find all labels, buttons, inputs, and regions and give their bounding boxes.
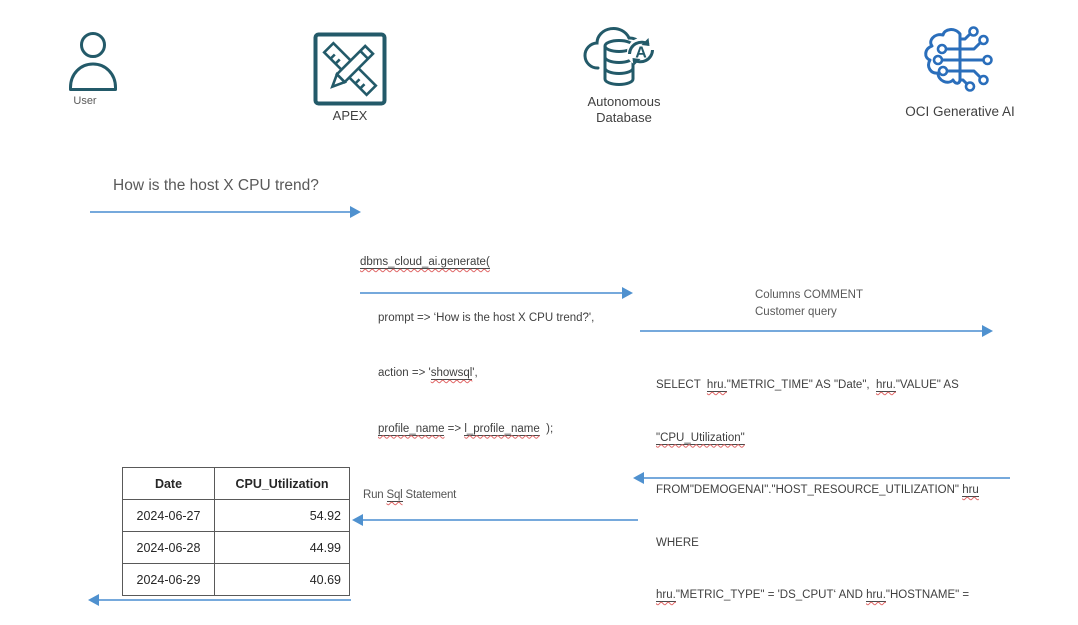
- sql-hru-5: hru.: [866, 589, 886, 602]
- code-l-profile-name: l_profile_name: [464, 422, 540, 436]
- sql-hostname-eq: "HOSTNAME" =: [885, 589, 970, 601]
- table-row: 2024-06-28 44.99: [122, 531, 350, 564]
- code-action-post: ',: [472, 367, 478, 379]
- code-line-2: prompt => ‘How is the host X CPU trend?'…: [378, 311, 595, 324]
- code-line-4: profile_name => l_profile_name );: [360, 420, 594, 439]
- run-sql-pre: Run: [363, 489, 387, 501]
- svg-text:A: A: [635, 45, 647, 62]
- user-label: User: [73, 95, 97, 107]
- run-sql-statement-label: Run Sql Statement: [363, 489, 457, 502]
- code-action-pre: action => ': [378, 367, 431, 379]
- sql-hru-3: hru: [962, 484, 979, 497]
- code-arrow-op: =>: [444, 422, 465, 435]
- columns-comment-note: Columns COMMENT Customer query: [755, 287, 863, 321]
- sql-metric-time: "METRIC_TIME" AS "Date",: [726, 379, 876, 391]
- sql-line-4: WHERE: [656, 536, 699, 549]
- generative-ai-label: OCI Generative AI: [905, 104, 1015, 119]
- sql-line-3: FROM"DEMOGENAI"."HOST_RESOURCE_UTILIZATI…: [656, 482, 1024, 500]
- code-line-1: dbms_cloud_ai.generate(: [360, 253, 594, 272]
- sql-metric-type: "METRIC_TYPE" = 'DS_CPUT‘ AND: [675, 589, 867, 601]
- result-table-header-date: Date: [122, 467, 215, 500]
- sql-cpu-utilization: "CPU_Utilization": [656, 431, 745, 445]
- arrow-adb-to-apex: [352, 514, 638, 526]
- table-row: 2024-06-29 40.69: [122, 563, 350, 596]
- cell-value: 40.69: [214, 563, 350, 596]
- result-table: Date CPU_Utilization 2024-06-27 54.92 20…: [122, 467, 350, 596]
- cell-date: 2024-06-28: [122, 531, 215, 564]
- table-row: 2024-06-27 54.92: [122, 499, 350, 532]
- autonomous-database-label-line1: Autonomous: [587, 94, 661, 109]
- sql-value-as: "VALUE" AS: [895, 379, 959, 391]
- sql-hru-4: hru.: [656, 589, 676, 602]
- sql-from-clause: FROM"DEMOGENAI"."HOST_RESOURCE_UTILIZATI…: [656, 484, 963, 496]
- code-generate-call: dbms_cloud_ai.generate(: [360, 256, 490, 269]
- code-close: );: [539, 422, 554, 435]
- generative-ai-icon: [920, 24, 998, 94]
- apex-icon: [313, 32, 387, 106]
- sql-hru-2: hru.: [876, 379, 896, 392]
- code-profile-name: profile_name: [378, 422, 445, 436]
- result-table-header-cpu: CPU_Utilization: [214, 467, 350, 500]
- sql-line-5: hru."METRIC_TYPE" = 'DS_CPUT‘ AND hru."H…: [656, 587, 1024, 605]
- user-question-text: How is the host X CPU trend?: [113, 177, 319, 194]
- sql-hru-1: hru.: [706, 379, 727, 392]
- generated-sql-block: SELECT hru."METRIC_TIME" AS "Date", hru.…: [656, 342, 1024, 625]
- dbms-cloud-ai-code-block: dbms_cloud_ai.generate( prompt => ‘How i…: [360, 216, 594, 475]
- customer-query-line: Customer query: [755, 306, 837, 318]
- arrow-apex-to-adb: [360, 287, 633, 299]
- arrow-genai-to-adb: [633, 472, 1010, 484]
- autonomous-database-icon: A: [583, 24, 657, 90]
- cell-date: 2024-06-27: [122, 499, 215, 532]
- arrow-user-to-apex: [90, 206, 361, 218]
- run-sql-post: Statement: [402, 489, 457, 501]
- sql-select-kw: SELECT: [656, 379, 707, 391]
- arrow-apex-to-user: [88, 594, 351, 606]
- code-line-3: action => 'showsql',: [360, 364, 594, 383]
- run-sql-word: Sql: [386, 489, 403, 502]
- cell-value: 54.92: [214, 499, 350, 532]
- sql-line-2: "CPU_Utilization": [656, 430, 1024, 448]
- result-table-header-row: Date CPU_Utilization: [122, 467, 350, 500]
- apex-label: APEX: [332, 108, 368, 123]
- sql-line-1: SELECT hru."METRIC_TIME" AS "Date", hru.…: [656, 377, 1024, 395]
- cell-value: 44.99: [214, 531, 350, 564]
- user-icon: [67, 31, 119, 93]
- cell-date: 2024-06-29: [122, 563, 215, 596]
- arrow-adb-to-genai: [640, 325, 993, 337]
- columns-comment-line: Columns COMMENT: [755, 289, 863, 301]
- autonomous-database-label-line2: Database: [596, 110, 652, 125]
- autonomous-database-label: Autonomous Database: [570, 94, 678, 126]
- code-showsql: showsql: [430, 367, 473, 380]
